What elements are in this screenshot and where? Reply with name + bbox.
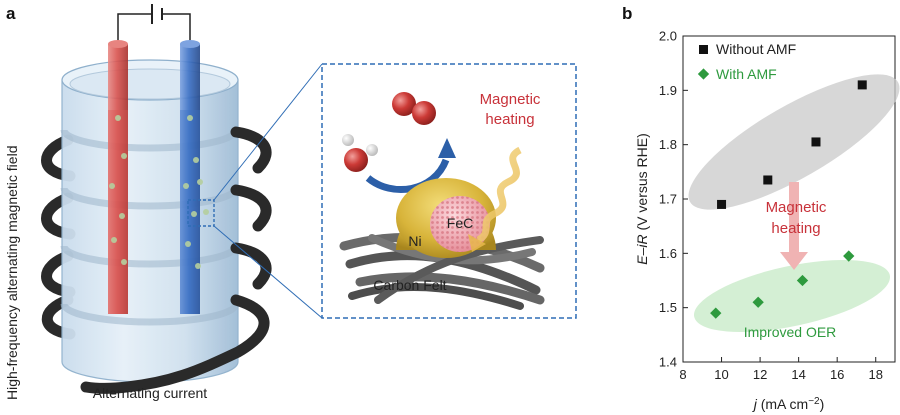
oer-chart: Magnetic heating Improved OER 8 10 12 14 16 1… [634,29,900,412]
electrolysis-cell [60,59,240,383]
x-tick-label: 14 [791,367,805,382]
legend-marker-with-amf [697,68,710,80]
axis-ticks: 8 10 12 14 16 18 1.4 1.5 1.6 1.7 1.8 1.9 2.0 [659,29,883,383]
legend: Without AMF With AMF [697,41,796,82]
data-marks [710,80,867,319]
point-with-amf [843,250,855,262]
ni-label: Ni [408,233,421,249]
panel-b-letter: b [622,4,632,23]
catalyst-inset: Magnetic heating FeC Ni Carbon Felt [321,63,577,319]
magnetic-heating-annotation-1: Magnetic [766,199,827,216]
fec-label: FeC [447,215,473,231]
y-tick-label: 1.9 [659,83,677,98]
legend-label-without-amf: Without AMF [716,41,796,57]
y-axis-title: E–iR (V versus RHE) [634,133,650,264]
x-tick-label: 18 [868,367,882,382]
y-tick-label: 1.5 [659,300,677,315]
x-tick-label: 10 [714,367,728,382]
point-with-amf [752,296,764,308]
with-amf-region [693,260,891,332]
cathode-rod [180,40,200,314]
x-axis-close: ) [820,396,825,412]
magnetic-heating-annotation-2: heating [771,220,820,237]
point-without-amf [811,137,821,147]
y-tick-label: 2.0 [659,29,677,44]
y-axis-unit: (V versus RHE) [634,133,650,234]
point-without-amf [717,199,727,209]
y-tick-label: 1.7 [659,192,677,207]
x-axis-unit: (mA cm [757,396,808,412]
heat-wave-icon [476,146,522,244]
without-amf-region [688,74,900,210]
x-tick-label: 12 [753,367,767,382]
point-without-amf [857,80,867,90]
gas-bubbles [109,115,209,269]
water-molecule [342,134,378,172]
reaction-arrow [365,138,456,194]
anode-rod [108,40,128,314]
x-tick-label: 8 [679,367,686,382]
magnetic-field-label: High-frequency alternating magnetic fiel… [4,146,20,400]
magnetic-heating-inset-2: heating [485,111,534,128]
circuit-wire [117,4,191,42]
y-tick-label: 1.4 [659,355,677,370]
y-tick-label: 1.8 [659,137,677,152]
carbon-felt-label: Carbon Felt [373,277,446,293]
panel-a-letter: a [6,4,16,23]
x-tick-label: 16 [830,367,844,382]
zoom-indicator [187,63,323,319]
coil-front [80,126,272,394]
x-axis-title: j (mA cm−2) [752,396,825,412]
point-with-amf [796,274,809,287]
y-tick-label: 1.6 [659,246,677,261]
x-axis-exp: −2 [808,396,820,407]
point-without-amf [763,175,773,185]
point-with-amf [710,307,722,319]
x-axis-var: j [752,396,758,412]
improved-oer-label: Improved OER [744,324,837,340]
legend-label-with-amf: With AMF [716,66,777,82]
y-axis-var: E–iR [634,234,650,264]
magnetic-heating-inset-1: Magnetic [480,91,541,108]
legend-marker-without-amf [699,45,708,54]
heating-arrow [780,182,808,270]
oxygen-molecule [392,92,436,125]
alternating-current-label: Alternating current [93,385,208,401]
